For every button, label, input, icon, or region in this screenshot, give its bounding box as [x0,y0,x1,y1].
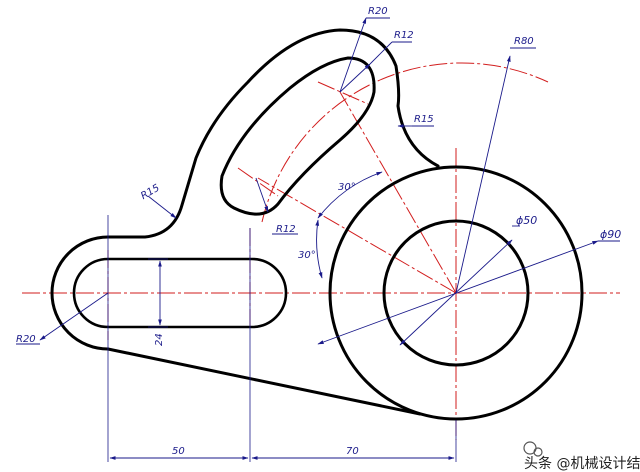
left-lobe-contour [106,28,440,239]
watermark-text: 头条 @机械设计结 [524,455,640,472]
watermark-logo-dot-icon [533,447,543,457]
dim-arc-30-lower [315,219,323,279]
label-phi90: ϕ90 [600,228,621,241]
label-r80: R80 [514,36,534,47]
label-phi50: ϕ50 [516,214,537,227]
dim-arc-30-upper [317,171,383,219]
watermark: 头条 @机械设计结 [523,441,640,472]
label-70: 70 [346,446,359,457]
label-angle-30-upper: 30° [338,182,356,193]
dim-line-r12-top [339,63,371,93]
dim-leader-r12-top [369,41,393,65]
label-r15-right: R15 [414,114,434,125]
left-lobe-arc [50,235,110,351]
bottom-tangent-line [106,347,422,416]
label-50: 50 [172,446,185,457]
label-r15-left: R15 [139,183,162,202]
r80-arc [261,62,549,223]
straight-slot [72,257,288,329]
curved-slot [219,56,376,216]
dim-line-r20-left [39,292,109,341]
dim-line-r15-left [147,195,177,219]
label-r20-left: R20 [16,334,36,345]
label-r12-bottom: R12 [276,224,296,235]
dim-line-r20-top [339,17,367,93]
extension-lines [107,215,457,462]
center-lines [22,62,620,440]
dimension-labels: R20 R12 R80 R15 R15 30° 30° ϕ50 ϕ90 R12 … [16,6,621,457]
dim-line-r80 [455,55,511,294]
dim-line-r12-bottom [255,177,269,213]
label-angle-30-lower: 30° [298,250,316,261]
lower-arc-center-cross [237,167,279,197]
label-r12-top: R12 [394,30,414,41]
lower-slot-center-ray [257,177,457,294]
label-24: 24 [154,333,165,346]
label-r20-top: R20 [368,6,388,17]
dimension-lines [16,17,620,460]
upper-arc-center-cross [317,81,369,105]
